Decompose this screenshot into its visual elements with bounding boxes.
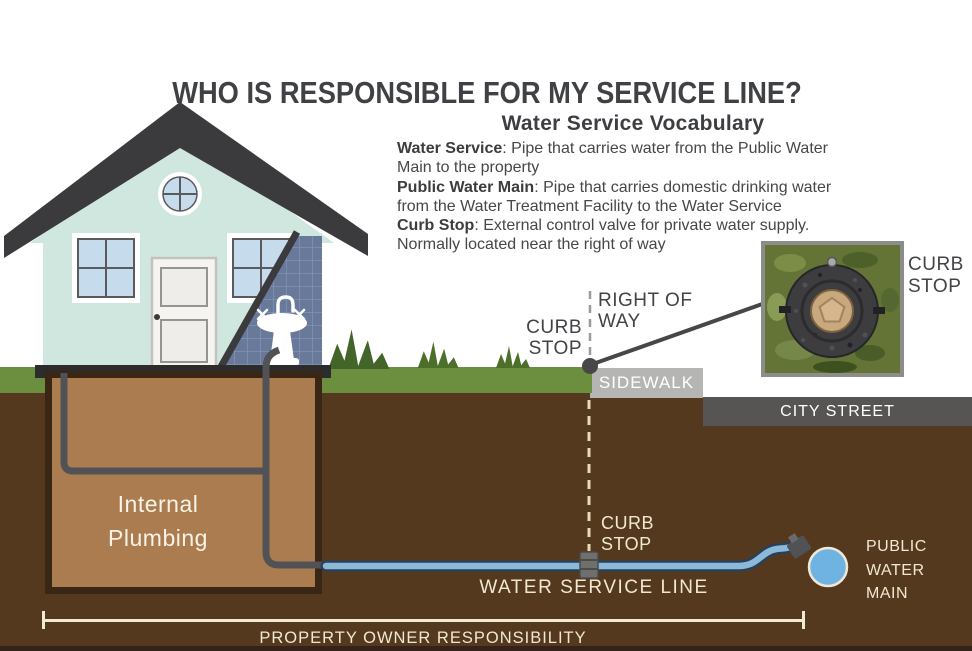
vocabulary-text: Water Service: Pipe that carries water f…: [397, 139, 889, 255]
public-water-main-icon: [787, 533, 849, 588]
door-icon: [150, 256, 218, 370]
bottom-strip: [0, 646, 972, 651]
water-service-line-label: WATER SERVICE LINE: [479, 577, 709, 598]
sink-icon: [256, 295, 307, 366]
internal-plumbing-label: Internal Plumbing: [108, 491, 208, 551]
sidewalk-bar: [590, 368, 703, 398]
curb-stop-valve-icon: [579, 551, 599, 579]
basement-box: [45, 371, 322, 594]
left-window-icon: [72, 233, 140, 303]
curb-stop-photo-label: CURB STOP: [908, 254, 964, 297]
curb-stop-surface-label: CURB STOP: [526, 317, 582, 359]
curb-stop-dot: [582, 358, 598, 374]
pentagon-nut-icon: [818, 296, 846, 323]
roof-icon: [4, 102, 368, 258]
water-service-line-pipe: [320, 540, 800, 572]
vocab-line: from the Water Treatment Facility to the…: [397, 197, 782, 215]
round-window-icon: [158, 172, 202, 216]
dimension-line: [42, 611, 805, 629]
cutaway-edge: [214, 230, 301, 374]
public-water-main-label: PUBLIC WATER MAIN: [866, 538, 927, 602]
vocab-line: Curb Stop: External control valve for pr…: [397, 217, 810, 235]
city-street-bar: [703, 397, 972, 426]
curb-stop-photo-inset: [761, 241, 904, 377]
house-icon: [30, 132, 334, 378]
vocab-line: Normally located near the right of way: [397, 236, 666, 254]
curb-stop-pointer-line: [589, 300, 769, 367]
right-of-way-label: RIGHT OF WAY: [598, 290, 693, 332]
sidewalk-label: SIDEWALK: [598, 373, 695, 392]
vocab-line: Water Service: Pipe that carries water f…: [397, 140, 828, 157]
faucet-icon: [276, 295, 295, 318]
soil-cover-sliver: [703, 393, 972, 397]
vocab-line: Main to the property: [397, 159, 540, 177]
internal-plumbing-pipes: [60, 346, 327, 569]
door-knob-icon: [154, 314, 160, 320]
city-street-label: CITY STREET: [780, 402, 895, 420]
vocabulary-heading: Water Service Vocabulary: [501, 112, 765, 135]
curb-stop-underground-label: CURB STOP: [601, 513, 655, 554]
vocab-line: Public Water Main: Pipe that carries dom…: [397, 178, 832, 196]
property-owner-responsibility-label: PROPERTY OWNER RESPONSIBILITY: [259, 629, 587, 647]
page-title: WHO IS RESPONSIBLE FOR MY SERVICE LINE?: [172, 75, 802, 110]
